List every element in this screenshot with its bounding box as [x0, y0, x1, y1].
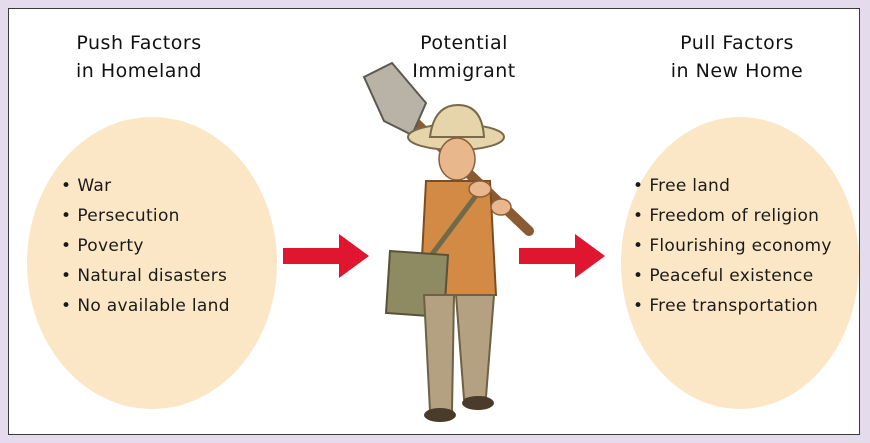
push-item: War [61, 171, 230, 201]
right-arrow-icon [283, 234, 369, 278]
immigrant-with-shovel-icon [362, 61, 534, 422]
pull-item: Peaceful existence [633, 261, 832, 291]
push-item: Poverty [61, 231, 230, 261]
pull-item: Freedom of religion [633, 201, 832, 231]
immigrant-heading-line2: Immigrant [412, 60, 516, 82]
pull-item: Flourishing economy [633, 231, 832, 261]
immigrant-heading-line1: Potential [420, 32, 508, 54]
pull-item: Free land [633, 171, 832, 201]
pull-list: Free land Freedom of religion Flourishin… [633, 171, 832, 321]
push-heading-line2: in Homeland [76, 60, 202, 82]
pull-heading-line1: Pull Factors [680, 32, 794, 54]
push-heading: Push Factors in Homeland [39, 29, 239, 85]
pull-heading-line2: in New Home [670, 60, 804, 82]
push-item: Persecution [61, 201, 230, 231]
diagram-panel: Push Factors in Homeland War Persecution… [8, 8, 860, 435]
push-item: No available land [61, 291, 230, 321]
push-heading-line1: Push Factors [76, 32, 202, 54]
push-item: Natural disasters [61, 261, 230, 291]
pull-item: Free transportation [633, 291, 832, 321]
push-list: War Persecution Poverty Natural disaster… [61, 171, 230, 321]
right-arrow-icon [519, 234, 605, 278]
pull-heading: Pull Factors in New Home [637, 29, 837, 85]
immigrant-heading: Potential Immigrant [389, 29, 539, 85]
